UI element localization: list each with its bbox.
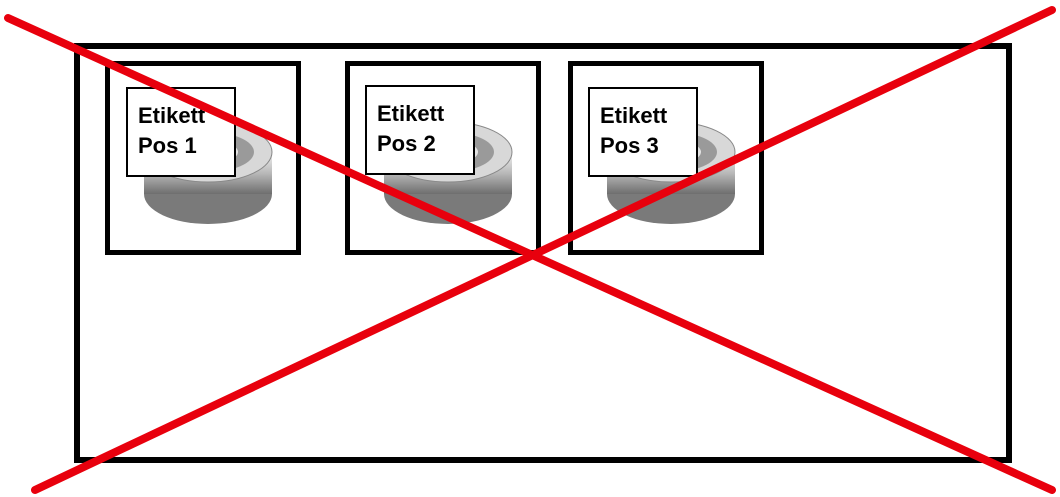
slot-pos-1: Etikett Pos 1 [105, 61, 301, 255]
label-text-line1: Etikett [600, 103, 668, 128]
label-box: Etikett Pos 2 [365, 85, 475, 175]
label-text-line2: Pos 3 [600, 133, 659, 158]
label-text-line2: Pos 1 [138, 133, 197, 158]
label-text-line2: Pos 2 [377, 131, 436, 156]
label-box: Etikett Pos 3 [588, 87, 698, 177]
label-box: Etikett Pos 1 [126, 87, 236, 177]
label-text-line1: Etikett [377, 101, 445, 126]
slot-pos-3: Etikett Pos 3 [568, 61, 764, 255]
slot-pos-2: Etikett Pos 2 [345, 61, 541, 255]
label-text-line1: Etikett [138, 103, 206, 128]
